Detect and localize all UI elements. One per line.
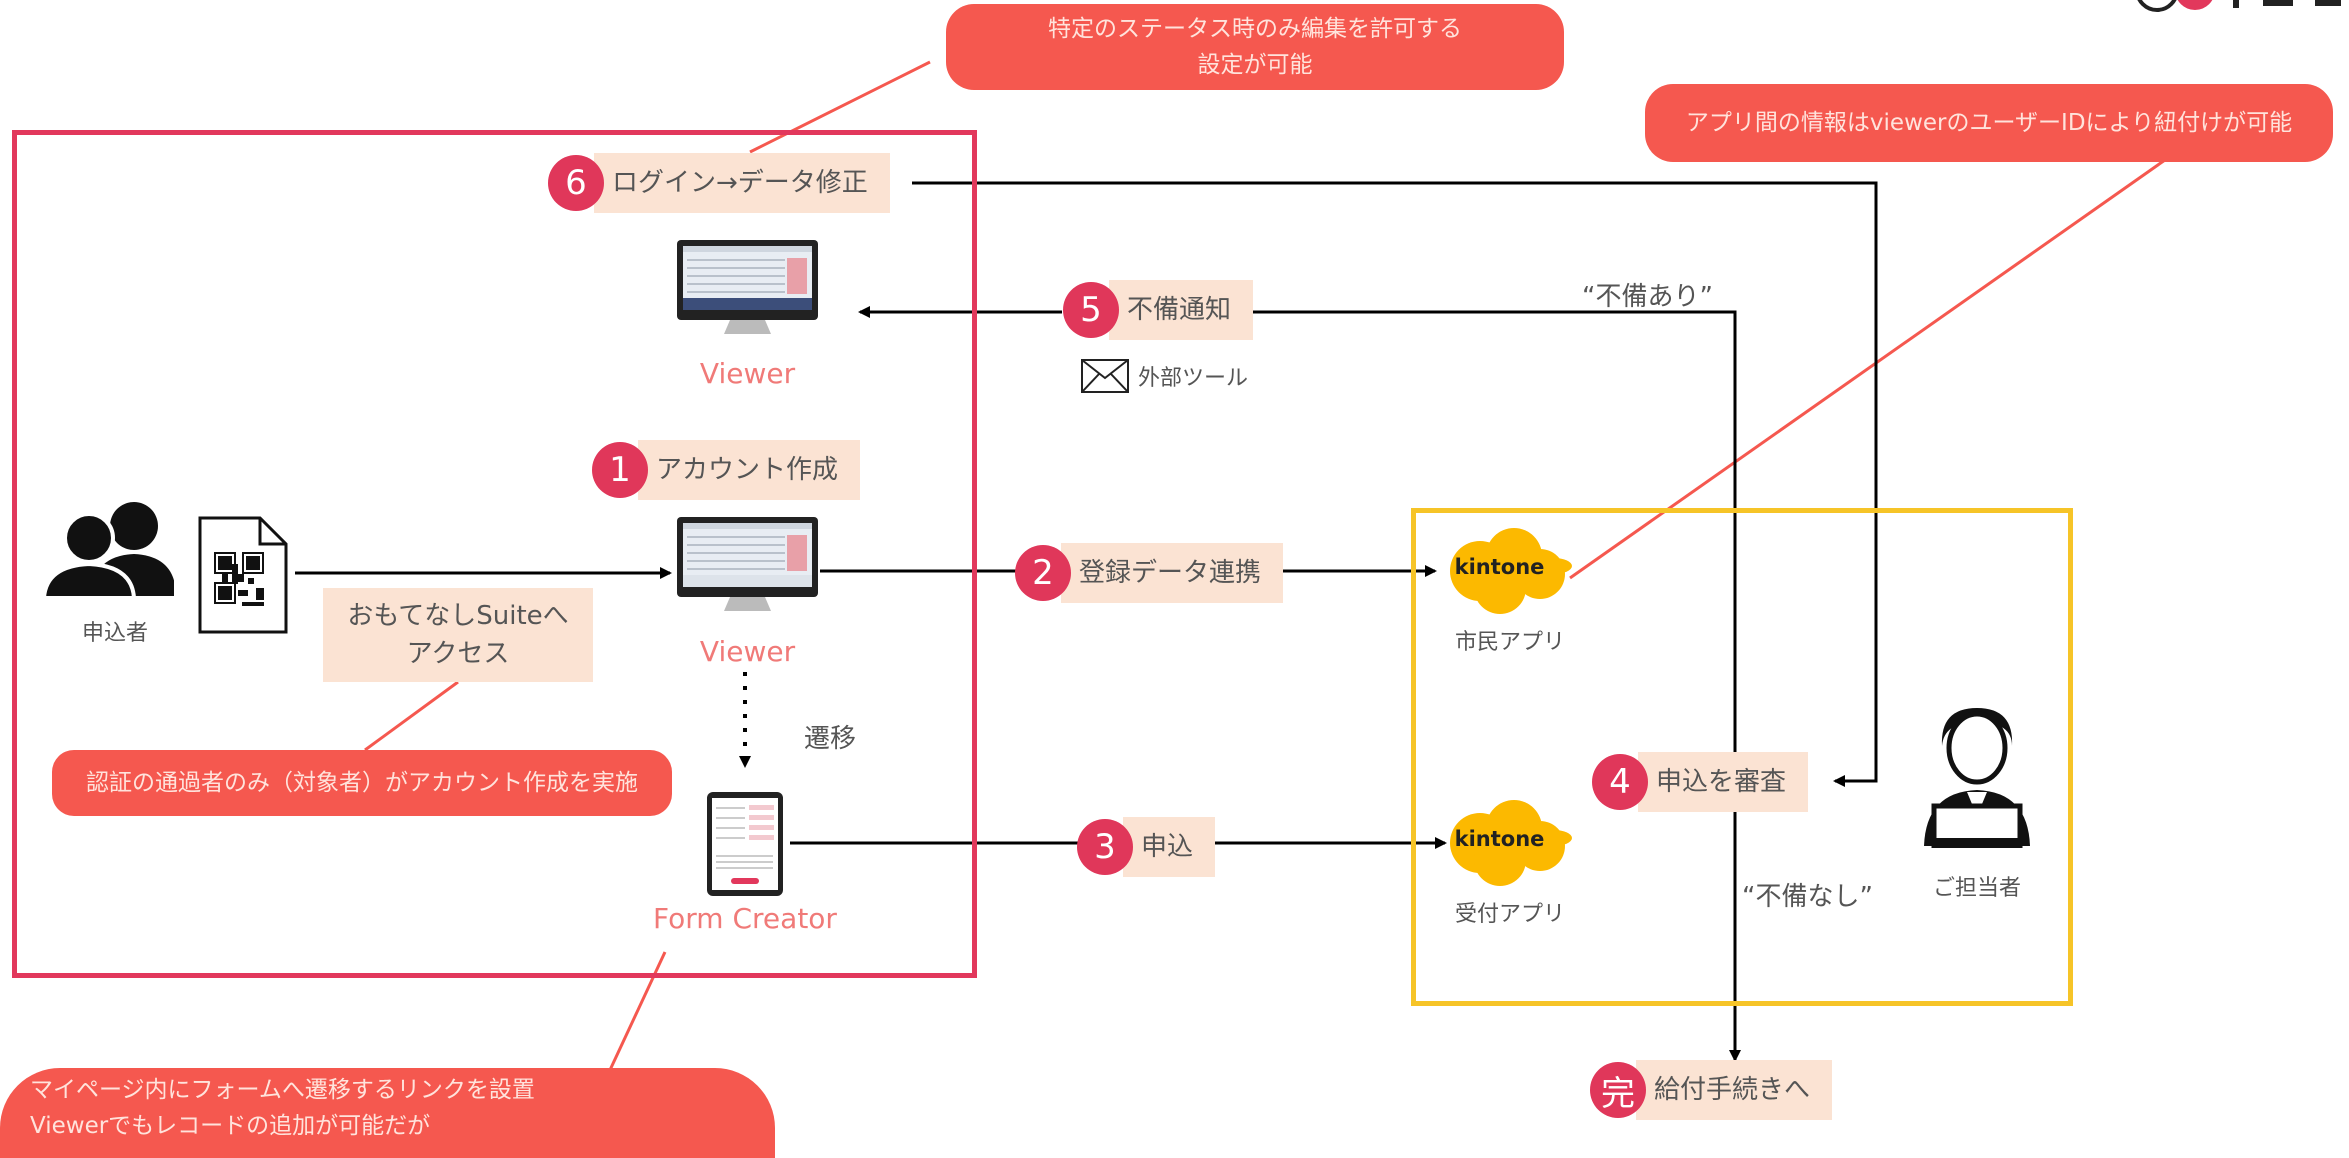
mail-envelope-icon [1081,359,1129,393]
viewer-monitor-icon-top [677,240,818,334]
qr-document-icon [198,516,288,634]
arrow-login-modify [912,181,1878,787]
step-5-defect-notice: 5 不備通知 [1063,280,1254,340]
citizen-app-label: 市民アプリ [1454,630,1565,655]
callout-status-edit: 特定のステータス時のみ編集を許可する 設定が可能 [946,4,1564,90]
callout-auth-pointer [364,680,459,752]
step-1-account-create: 1 アカウント作成 [592,440,861,500]
defect-no-label: “不備なし” [1742,882,1873,912]
viewer-monitor-icon-mid [677,517,818,611]
callout-mypage-line2: Viewerでもレコードの追加が可能だが [30,1113,431,1139]
step-1-number: 1 [592,442,648,498]
step-done-label: 給付手続きへ [1636,1060,1833,1120]
step-4-review: 4 申込を審査 [1592,752,1809,812]
staff-person-icon [1924,708,2030,848]
step-2-data-sync: 2 登録データ連携 [1015,543,1284,603]
kintone-text-reception: kintone [1454,827,1545,851]
kintone-cloud-icon-reception [1450,800,1572,886]
step-6-number: 6 [548,155,604,211]
callout-auth-only: 認証の通過者のみ（対象者）がアカウント作成を実施 [52,750,672,816]
step-3-apply: 3 申込 [1077,817,1216,877]
step-done-mark: 完 [1590,1062,1646,1118]
callout-mypage-line1: マイページ内にフォームへ遷移するリンクを設置 [30,1077,535,1103]
viewer-label-top: Viewer [699,357,796,390]
step-done-benefit: 完 給付手続きへ [1590,1060,1833,1120]
step-2-number: 2 [1015,545,1071,601]
kintone-frame [1411,508,2073,1006]
step-5-label: 不備通知 [1109,280,1254,340]
step-6-login-modify: 6 ログイン→データ修正 [548,153,890,213]
callout-mypage-link: マイページ内にフォームへ遷移するリンクを設置 Viewerでもレコードの追加が可… [0,1068,775,1158]
applicant-group-icon [44,502,174,598]
step-6-label: ログイン→データ修正 [594,153,890,213]
staff-label: ご担当者 [1932,876,2021,901]
form-creator-label: Form Creator [653,902,837,935]
transition-label: 遷移 [803,724,856,754]
step-5-number: 5 [1063,282,1119,338]
kintone-cloud-icon-citizen [1450,528,1572,614]
omotenashi-suite-frame [12,130,977,978]
external-tool-label: 外部ツール [1138,366,1249,391]
brand-logo [2137,0,2341,12]
callout-top-pointer [749,60,931,154]
step-3-label: 申込 [1123,817,1216,877]
step-4-number: 4 [1592,754,1648,810]
step-3-number: 3 [1077,819,1133,875]
applicant-label: 申込者 [81,621,148,646]
viewer-label-mid: Viewer [699,635,796,668]
form-creator-tablet-icon [707,792,783,896]
kintone-text-citizen: kintone [1454,555,1545,579]
access-tag: おもてなしSuiteへ アクセス [323,588,593,682]
defect-yes-label: “不備あり” [1582,282,1713,312]
reception-app-label: 受付アプリ [1454,902,1565,927]
step-2-label: 登録データ連携 [1061,543,1284,603]
callout-user-id-link: アプリ間の情報はviewerのユーザーIDにより紐付けが可能 [1645,84,2333,162]
step-1-label: アカウント作成 [638,440,861,500]
callout-bottom-pointer [608,951,667,1071]
step-4-label: 申込を審査 [1638,752,1809,812]
